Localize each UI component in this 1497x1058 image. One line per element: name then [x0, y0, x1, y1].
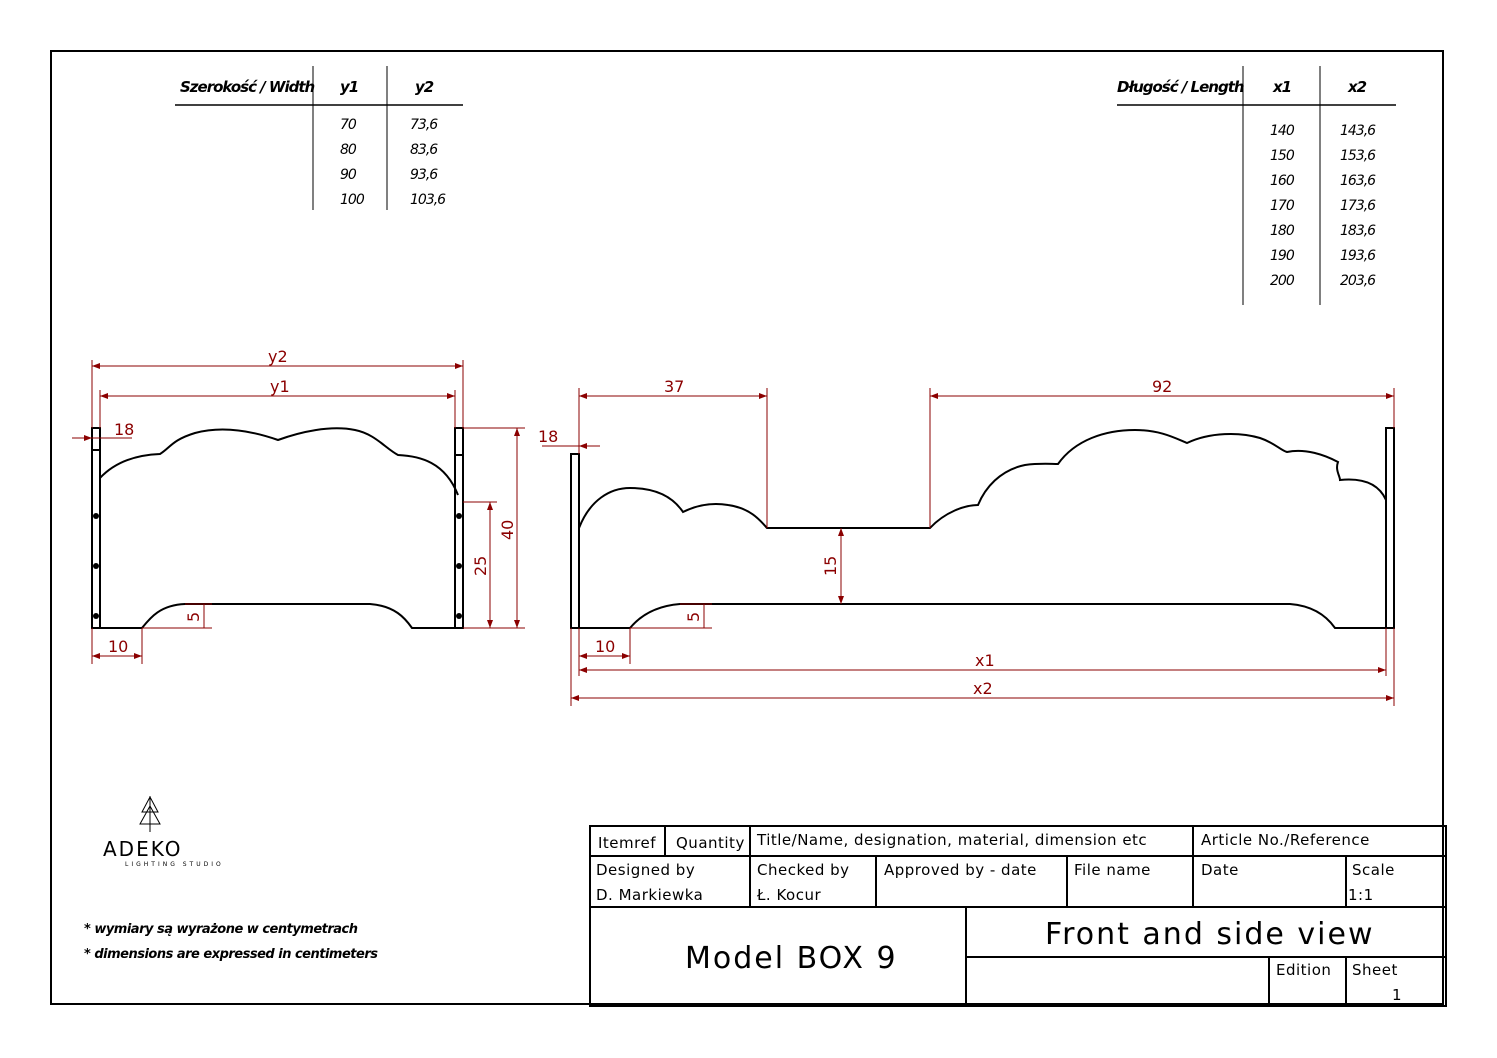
front-dim-25: 25 [471, 556, 490, 576]
front-dim-18: 18 [114, 420, 134, 439]
front-dim-y1: y1 [270, 377, 290, 396]
left-post [91, 427, 101, 629]
tb-sheet-label: Sheet [1352, 961, 1398, 979]
length-table-col-x1: x1 [1272, 78, 1291, 96]
logo-sub: LIGHTING STUDIO [125, 861, 224, 868]
tb-quantity: Quantity [676, 834, 745, 852]
tb-view-title: Front and side view [1045, 917, 1374, 952]
width-table-cell: 80 [340, 142, 357, 158]
tb-scale-label: Scale [1352, 861, 1395, 879]
front-view-screws [93, 513, 462, 619]
side-dim-18: 18 [538, 427, 558, 446]
side-dim-37: 37 [664, 377, 684, 396]
title-block [589, 825, 1447, 1007]
side-right-post [1385, 427, 1395, 629]
side-dim-x2: x2 [973, 679, 993, 698]
front-view-arrows [84, 363, 520, 659]
tb-article: Article No./Reference [1201, 831, 1370, 849]
adeko-logo: ADEKO LIGHTING STUDIO [103, 796, 224, 868]
width-table-cell: 73,6 [410, 117, 438, 133]
tb-approved-label: Approved by - date [884, 861, 1037, 879]
front-dim-5: 5 [184, 612, 203, 622]
length-table: Długość / Length x1 x2 140 143,6 150 153,6 1… [1117, 66, 1396, 305]
length-table-cell: 153,6 [1340, 148, 1376, 164]
right-post [454, 427, 464, 629]
length-table-cell: 190 [1270, 248, 1295, 264]
width-table-cell: 90 [340, 167, 357, 183]
width-table-cell: 103,6 [410, 192, 446, 208]
tb-designed-by: D. Markiewka [596, 886, 703, 904]
length-table-cell: 173,6 [1340, 198, 1376, 214]
front-view-dimensions [72, 360, 525, 664]
width-table-header: Szerokość / Width [180, 78, 314, 96]
length-table-cell: 160 [1270, 173, 1295, 189]
length-table-cell: 183,6 [1340, 223, 1376, 239]
width-table: Szerokość / Width y1 y2 70 73,6 80 83,6 90 93… [175, 66, 463, 210]
width-table-cell: 93,6 [410, 167, 438, 183]
tb-designed-label: Designed by [596, 861, 695, 879]
width-table-col-y2: y2 [415, 78, 434, 96]
side-view-arrows [571, 393, 1394, 701]
length-table-col-x2: x2 [1347, 78, 1367, 96]
length-table-cell: 170 [1270, 198, 1295, 214]
front-dim-y2: y2 [268, 347, 288, 366]
tb-sheet: 1 [1392, 986, 1402, 1004]
tb-file-name-label: File name [1074, 861, 1151, 879]
front-dim-40: 40 [498, 520, 517, 540]
width-table-cell: 100 [340, 192, 365, 208]
tb-model: Model BOX 9 [685, 941, 898, 976]
tb-date-label: Date [1201, 861, 1239, 879]
width-table-cell: 83,6 [410, 142, 438, 158]
side-dim-10: 10 [595, 637, 615, 656]
width-table-col-y1: y1 [340, 78, 358, 96]
front-view [91, 427, 464, 629]
length-table-cell: 193,6 [1340, 248, 1376, 264]
length-table-header: Długość / Length [1117, 78, 1244, 96]
side-dim-15: 15 [821, 556, 840, 576]
length-table-cell: 150 [1270, 148, 1295, 164]
side-left-post [570, 453, 580, 629]
side-view-dimensions [542, 388, 1395, 706]
length-table-cell: 143,6 [1340, 123, 1376, 139]
note-polish: * wymiary są wyrażone w centymetrach [84, 922, 358, 937]
side-dim-x1: x1 [975, 651, 995, 670]
tree-icon [139, 796, 161, 832]
tb-edition-label: Edition [1276, 961, 1331, 979]
side-dim-5: 5 [684, 612, 703, 622]
length-table-cell: 180 [1270, 223, 1295, 239]
tb-checked-by: Ł. Kocur [756, 886, 821, 904]
note-english: * dimensions are expressed in centimeter… [84, 947, 378, 962]
length-table-cell: 200 [1270, 273, 1295, 289]
length-table-cell: 140 [1270, 123, 1295, 139]
front-dim-10: 10 [108, 637, 128, 656]
tb-checked-label: Checked by [757, 861, 850, 879]
length-table-cell: 163,6 [1340, 173, 1376, 189]
tb-scale: 1:1 [1348, 886, 1374, 904]
width-table-cell: 70 [340, 117, 357, 133]
logo-name: ADEKO [103, 837, 182, 861]
side-dim-92: 92 [1152, 377, 1172, 396]
length-table-cell: 203,6 [1340, 273, 1376, 289]
tb-itemref: Itemref [598, 834, 656, 852]
side-view [570, 427, 1395, 629]
drawing-frame [50, 50, 1444, 1005]
tb-title-label: Title/Name, designation, material, dimen… [756, 831, 1147, 849]
